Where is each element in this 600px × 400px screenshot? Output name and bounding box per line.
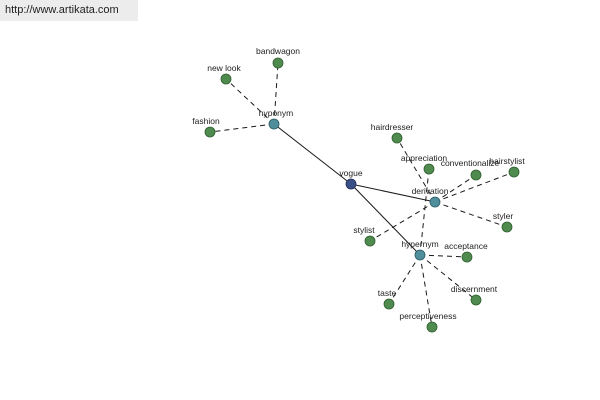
node-dot-vogue[interactable] bbox=[345, 178, 357, 190]
node-new-look[interactable]: new look bbox=[207, 63, 242, 85]
node-dot-hypernym[interactable] bbox=[414, 249, 426, 261]
edge-hyponym-bandwagon bbox=[273, 62, 279, 125]
edge-hyponym-new-look bbox=[225, 78, 275, 125]
node-acceptance[interactable]: acceptance bbox=[444, 241, 488, 263]
node-hyponym[interactable]: hyponym bbox=[259, 108, 294, 130]
node-label-discernment: discernment bbox=[451, 284, 498, 294]
node-taste[interactable]: taste bbox=[378, 288, 397, 310]
node-label-taste: taste bbox=[378, 288, 397, 298]
node-dot-fashion[interactable] bbox=[204, 126, 216, 138]
node-label-acceptance: acceptance bbox=[444, 241, 488, 251]
node-discernment[interactable]: discernment bbox=[451, 284, 498, 306]
node-dot-conventionalize[interactable] bbox=[470, 169, 482, 181]
node-fashion[interactable]: fashion bbox=[192, 116, 220, 138]
node-label-styler: styler bbox=[493, 211, 513, 221]
node-appreciation[interactable]: appreciation bbox=[401, 153, 448, 175]
node-derivation[interactable]: derivation bbox=[412, 186, 449, 208]
edge-derivation-conventionalize bbox=[434, 174, 477, 203]
node-dot-acceptance[interactable] bbox=[461, 251, 473, 263]
edge-derivation-styler bbox=[434, 201, 508, 228]
node-label-hyponym: hyponym bbox=[259, 108, 294, 118]
node-label-bandwagon: bandwagon bbox=[256, 46, 300, 56]
node-label-hairdresser: hairdresser bbox=[371, 122, 414, 132]
node-stylist[interactable]: stylist bbox=[353, 225, 376, 247]
node-vogue[interactable]: vogue bbox=[339, 168, 363, 190]
node-label-hairstylist: hairstylist bbox=[489, 156, 525, 166]
node-dot-hairstylist[interactable] bbox=[508, 166, 520, 178]
node-styler[interactable]: styler bbox=[493, 211, 513, 233]
node-dot-hairdresser[interactable] bbox=[391, 132, 403, 144]
edge-hypernym-appreciation bbox=[419, 168, 430, 256]
node-conventionalize[interactable]: conventionalize bbox=[441, 158, 500, 181]
node-hairdresser[interactable]: hairdresser bbox=[371, 122, 414, 144]
edge-hypernym-acceptance bbox=[419, 254, 468, 258]
node-label-derivation: derivation bbox=[412, 186, 449, 196]
edges-layer bbox=[209, 62, 515, 328]
edge-hyponym-fashion bbox=[209, 123, 275, 133]
edge-derivation-stylist bbox=[369, 201, 436, 242]
node-label-vogue: vogue bbox=[339, 168, 362, 178]
node-dot-new-look[interactable] bbox=[220, 73, 232, 85]
node-label-conventionalize: conventionalize bbox=[441, 158, 500, 168]
node-dot-bandwagon[interactable] bbox=[272, 57, 284, 69]
node-label-perceptiveness: perceptiveness bbox=[399, 311, 456, 321]
node-dot-discernment[interactable] bbox=[470, 294, 482, 306]
node-bandwagon[interactable]: bandwagon bbox=[256, 46, 300, 69]
node-label-fashion: fashion bbox=[192, 116, 220, 126]
edge-hypernym-discernment bbox=[419, 254, 477, 301]
edge-vogue-hypernym bbox=[350, 183, 421, 256]
source-url-label: http://www.artikata.com bbox=[0, 0, 138, 21]
edge-vogue-hyponym bbox=[273, 123, 352, 185]
node-hypernym[interactable]: hypernym bbox=[401, 239, 439, 261]
node-label-appreciation: appreciation bbox=[401, 153, 448, 163]
node-perceptiveness[interactable]: perceptiveness bbox=[399, 311, 457, 333]
node-dot-derivation[interactable] bbox=[429, 196, 441, 208]
edge-hypernym-perceptiveness bbox=[419, 254, 433, 328]
node-dot-hyponym[interactable] bbox=[268, 118, 280, 130]
node-dot-styler[interactable] bbox=[501, 221, 513, 233]
node-dot-stylist[interactable] bbox=[364, 235, 376, 247]
node-dot-taste[interactable] bbox=[383, 298, 395, 310]
node-dot-appreciation[interactable] bbox=[423, 163, 435, 175]
node-label-hypernym: hypernym bbox=[401, 239, 438, 249]
edge-vogue-derivation bbox=[350, 183, 436, 203]
node-label-new-look: new look bbox=[207, 63, 241, 73]
node-hairstylist[interactable]: hairstylist bbox=[489, 156, 525, 178]
nodes-layer: vogue hyponym derivation hypernym new look ba… bbox=[192, 46, 525, 333]
edge-hypernym-taste bbox=[388, 254, 421, 305]
node-label-stylist: stylist bbox=[353, 225, 375, 235]
edge-derivation-hairdresser bbox=[396, 137, 436, 203]
node-dot-perceptiveness[interactable] bbox=[426, 321, 438, 333]
